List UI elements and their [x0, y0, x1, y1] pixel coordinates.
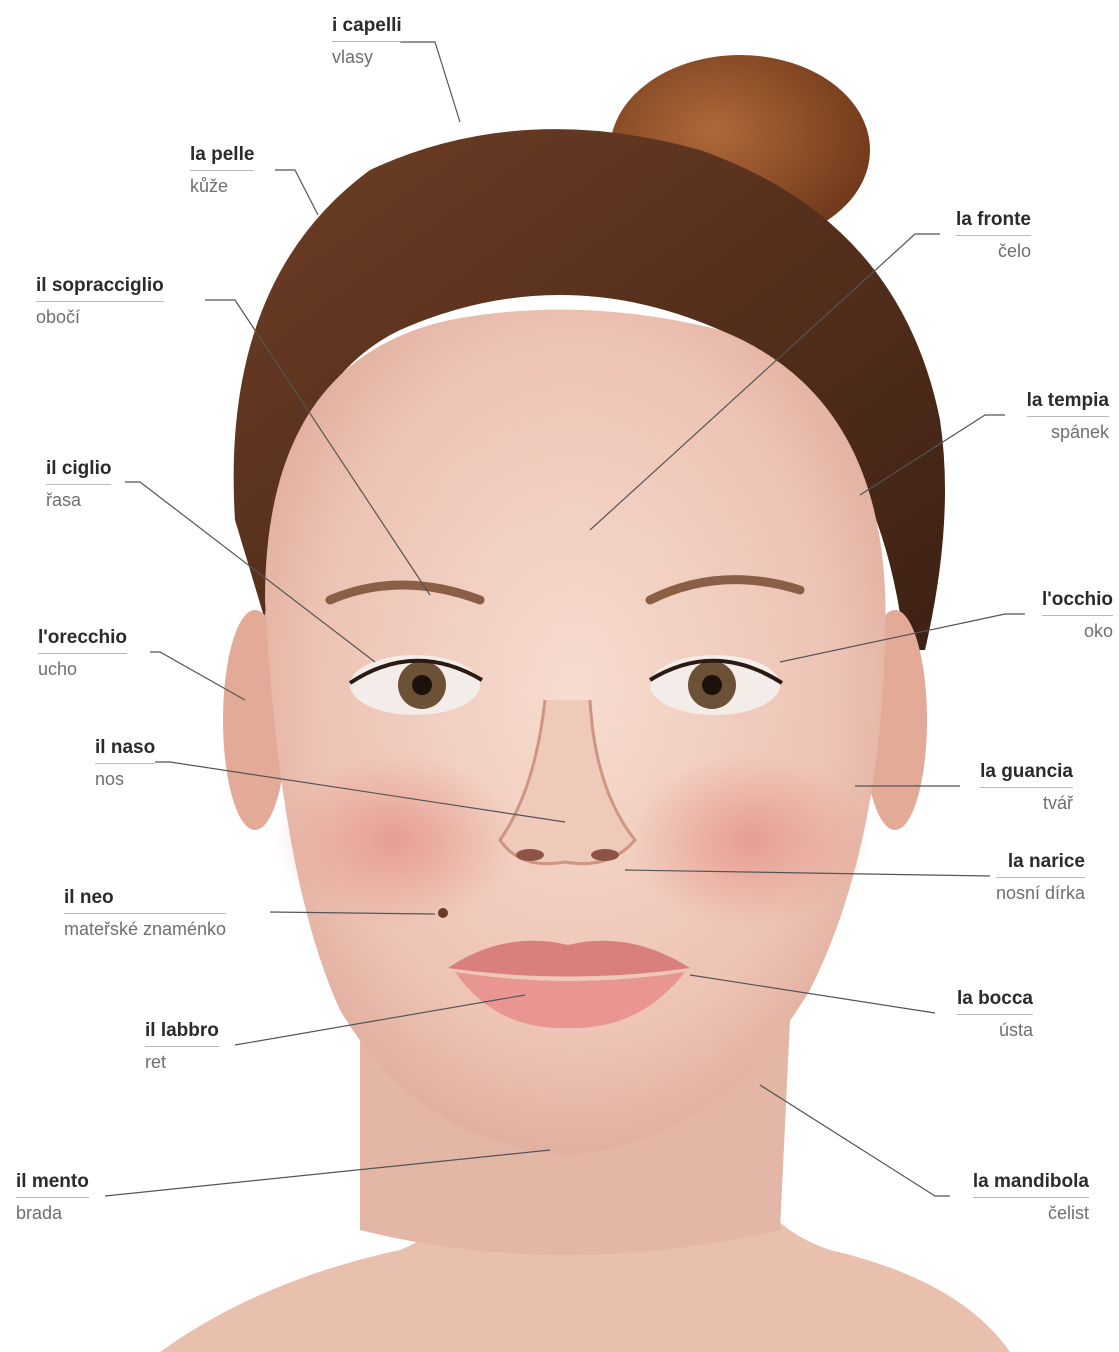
- left-nostril: [516, 849, 544, 861]
- label-sopracciglio-czech: obočí: [36, 302, 164, 326]
- label-labbro-italian: il labbro: [145, 1021, 219, 1047]
- label-mandibola-italian: la mandibola: [973, 1172, 1089, 1198]
- label-capelli: i capelli vlasy: [332, 16, 402, 66]
- label-orecchio: l'orecchio ucho: [38, 628, 127, 678]
- label-capelli-italian: i capelli: [332, 16, 402, 42]
- leader-pelle: [275, 170, 318, 215]
- label-ciglio-italian: il ciglio: [46, 459, 111, 485]
- mole: [438, 908, 448, 918]
- label-pelle-czech: kůže: [190, 171, 254, 195]
- label-sopracciglio: il sopracciglio obočí: [36, 276, 164, 326]
- label-naso-czech: nos: [95, 764, 155, 788]
- label-mandibola-czech: čelist: [973, 1198, 1089, 1222]
- label-ciglio-czech: řasa: [46, 485, 111, 509]
- label-naso-italian: il naso: [95, 738, 155, 764]
- label-fronte-italian: la fronte: [956, 210, 1031, 236]
- label-narice: la narice nosní dírka: [996, 852, 1085, 902]
- left-cheek-blush: [275, 755, 515, 925]
- label-orecchio-italian: l'orecchio: [38, 628, 127, 654]
- label-narice-czech: nosní dírka: [996, 878, 1085, 902]
- label-mento: il mento brada: [16, 1172, 89, 1222]
- label-mento-italian: il mento: [16, 1172, 89, 1198]
- label-mento-czech: brada: [16, 1198, 89, 1222]
- label-bocca: la bocca ústa: [957, 989, 1033, 1039]
- label-tempia-czech: spánek: [1027, 417, 1109, 441]
- label-narice-italian: la narice: [996, 852, 1085, 878]
- label-guancia: la guancia tvář: [980, 762, 1073, 812]
- label-ciglio: il ciglio řasa: [46, 459, 111, 509]
- label-capelli-czech: vlasy: [332, 42, 402, 66]
- label-tempia-italian: la tempia: [1027, 391, 1109, 417]
- label-pelle: la pelle kůže: [190, 145, 254, 195]
- label-labbro-czech: ret: [145, 1047, 219, 1071]
- label-neo-italian: il neo: [64, 888, 226, 914]
- label-neo-czech: mateřské znaménko: [64, 914, 226, 938]
- label-bocca-italian: la bocca: [957, 989, 1033, 1015]
- label-occhio-czech: oko: [1042, 616, 1113, 640]
- label-tempia: la tempia spánek: [1027, 391, 1109, 441]
- label-pelle-italian: la pelle: [190, 145, 254, 171]
- right-cheek-blush: [630, 755, 870, 925]
- label-orecchio-czech: ucho: [38, 654, 127, 678]
- label-sopracciglio-italian: il sopracciglio: [36, 276, 164, 302]
- leader-mandibola: [760, 1085, 950, 1196]
- label-fronte-czech: čelo: [956, 236, 1031, 260]
- label-labbro: il labbro ret: [145, 1021, 219, 1071]
- label-guancia-italian: la guancia: [980, 762, 1073, 788]
- label-neo: il neo mateřské znaménko: [64, 888, 226, 938]
- label-naso: il naso nos: [95, 738, 155, 788]
- label-occhio: l'occhio oko: [1042, 590, 1113, 640]
- leader-capelli: [400, 42, 460, 122]
- label-mandibola: la mandibola čelist: [973, 1172, 1089, 1222]
- right-nostril: [591, 849, 619, 861]
- label-guancia-czech: tvář: [980, 788, 1073, 812]
- label-fronte: la fronte čelo: [956, 210, 1031, 260]
- label-bocca-czech: ústa: [957, 1015, 1033, 1039]
- label-occhio-italian: l'occhio: [1042, 590, 1113, 616]
